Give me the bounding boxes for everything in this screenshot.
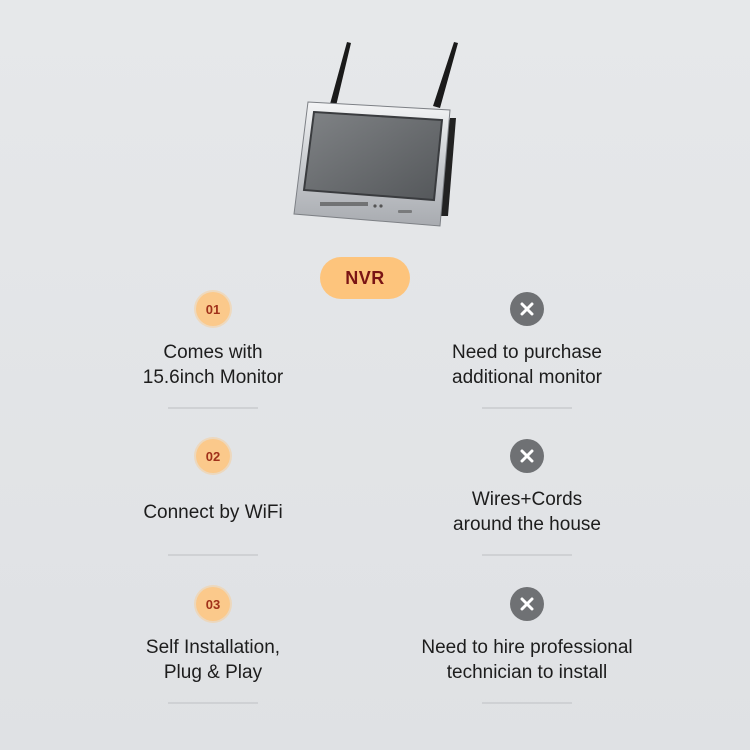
divider (482, 407, 572, 409)
pro-text-line: Plug & Play (163, 662, 263, 683)
con-item: Need to hire professional technician to … (397, 587, 657, 704)
divider (168, 554, 258, 556)
pro-text-line: 15.6inch Monitor (142, 367, 284, 388)
close-icon (510, 439, 544, 473)
nvr-badge: NVR (320, 257, 410, 299)
nvr-monitor-icon (280, 38, 470, 238)
con-text-line: Need to purchase (452, 342, 602, 363)
con-text: Need to hire professional technician to … (421, 634, 632, 686)
pro-text: Comes with 15.6inch Monitor (143, 339, 283, 391)
con-text-line: around the house (453, 514, 601, 535)
con-item: Need to purchase additional monitor (397, 292, 657, 409)
con-text-line: Need to hire professional (421, 637, 633, 658)
pro-text-line: Self Installation, (145, 637, 281, 658)
con-item: Wires+Cords around the house (397, 439, 657, 556)
pro-text-line: Connect by WiFi (143, 501, 283, 523)
divider (482, 554, 572, 556)
con-text-line: Wires+Cords (471, 489, 583, 510)
con-text: Wires+Cords around the house (453, 486, 601, 538)
pro-item: 03 Self Installation, Plug & Play (83, 587, 343, 704)
con-text-line: additional monitor (452, 367, 602, 388)
pro-item: 02 Connect by WiFi (83, 439, 343, 556)
step-number-badge: 01 (196, 292, 230, 326)
pro-item: 01 Comes with 15.6inch Monitor (83, 292, 343, 409)
close-icon (510, 587, 544, 621)
comparison-row: 03 Self Installation, Plug & Play Need t… (0, 587, 750, 727)
pro-text-line: Comes with (163, 342, 263, 363)
pro-text: Connect by WiFi (143, 486, 282, 538)
comparison-row: 01 Comes with 15.6inch Monitor Need to p… (0, 292, 750, 432)
divider (168, 407, 258, 409)
step-number-badge: 02 (196, 439, 230, 473)
step-number-badge: 03 (196, 587, 230, 621)
con-text: Need to purchase additional monitor (452, 339, 602, 391)
divider (482, 702, 572, 704)
close-icon (510, 292, 544, 326)
comparison-row: 02 Connect by WiFi Wires+Cords around th… (0, 439, 750, 579)
divider (168, 702, 258, 704)
con-text-line: technician to install (446, 662, 608, 683)
pro-text: Self Installation, Plug & Play (146, 634, 280, 686)
